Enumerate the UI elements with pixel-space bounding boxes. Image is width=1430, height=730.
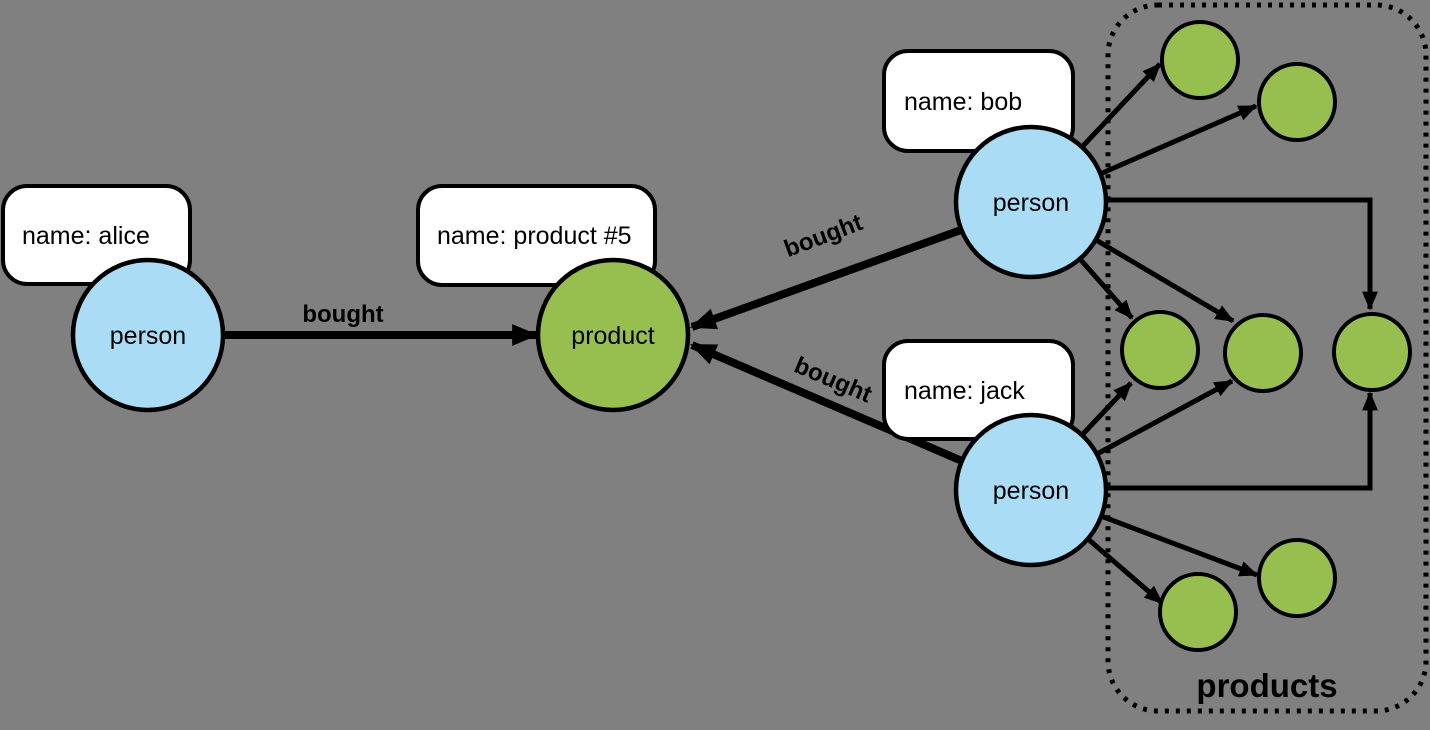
bought-label-bob: bought [781, 209, 867, 263]
alice-name-label: name: alice [22, 222, 150, 250]
jack-person-node [953, 412, 1109, 568]
edge-bob-product-4 [1094, 237, 1235, 324]
anon-product-circle-5 [1332, 312, 1412, 392]
anon-product-circle-2 [1257, 62, 1337, 142]
jack-node-type-label: person [993, 477, 1069, 505]
edge-bob-product-1 [1080, 62, 1162, 149]
anon-product-circle-6 [1158, 572, 1238, 652]
bought-label-jack: bought [790, 352, 875, 409]
alice-person-node [70, 257, 226, 413]
products-region-border [1105, 2, 1429, 714]
bob-node-type-label: person [993, 189, 1069, 217]
edge-bob-product-2 [1099, 103, 1258, 177]
alice-node-type-label: person [110, 322, 186, 350]
edge-jack-product-5 [1106, 391, 1378, 491]
bought-label-alice: bought [302, 301, 383, 328]
products-region-label: products [1196, 667, 1337, 704]
edge-bob-product-3 [1078, 257, 1134, 320]
anon-product-circle-4 [1223, 313, 1303, 393]
anon-product-circle-7 [1257, 538, 1337, 618]
edge-jack-product-4 [1095, 378, 1234, 457]
edge-bob-product-5 [1106, 197, 1378, 311]
edge-jack-product-3 [1080, 381, 1133, 437]
edge-jack-product-7 [1100, 513, 1259, 578]
anon-product-circle-3 [1120, 310, 1200, 390]
product-node-type-label: product [571, 322, 654, 350]
jack-name-label: name: jack [904, 377, 1025, 405]
edge-bob-bought-product [689, 226, 963, 331]
edge-jack-product-6 [1086, 537, 1164, 605]
product5-node [535, 257, 691, 413]
product-name-label: name: product #5 [437, 222, 632, 250]
anon-product-circle-1 [1160, 20, 1240, 100]
edge-jack-bought-product [690, 341, 964, 465]
bob-name-label: name: bob [904, 88, 1022, 116]
bob-person-node [953, 124, 1109, 280]
